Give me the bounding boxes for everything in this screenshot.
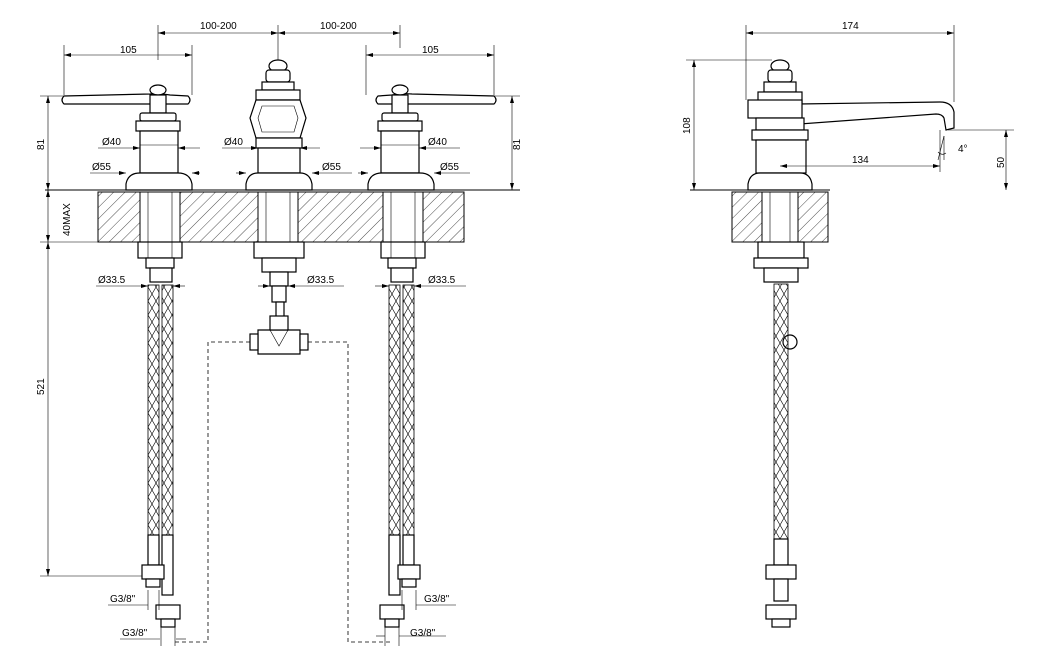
right-hose-nut-upper <box>397 564 421 580</box>
thread-left-upper: G3/8" <box>110 594 136 605</box>
dim-spout-height: 50 <box>996 156 1007 168</box>
dia-55-left: Ø55 <box>92 162 111 173</box>
dia-335-right: Ø33.5 <box>428 275 456 286</box>
right-valve <box>367 84 497 283</box>
right-hose-nut-lower <box>379 604 405 620</box>
dashed-hose-route <box>172 341 250 643</box>
left-hoses <box>141 284 181 628</box>
side-hose-nut-lower <box>765 604 797 620</box>
thread-right-upper: G3/8" <box>424 594 450 605</box>
side-spout-arm <box>797 101 955 131</box>
left-lever-handle <box>61 93 191 105</box>
dim-spacing-left: 100-200 <box>200 21 237 32</box>
left-valve <box>61 84 193 283</box>
dia-55-center: Ø55 <box>322 162 341 173</box>
dim-lever-right: 105 <box>422 45 439 56</box>
dim-spout-reach: 134 <box>852 155 869 166</box>
dia-40-left: Ø40 <box>102 137 121 148</box>
side-hose <box>765 283 797 628</box>
dim-deck-max: 40MAX <box>62 203 73 236</box>
dia-335-left: Ø33.5 <box>98 275 126 286</box>
dim-hose-length: 521 <box>36 378 47 395</box>
dim-height: 108 <box>682 117 693 134</box>
dia-335-center: Ø33.5 <box>307 275 335 286</box>
dim-angle: 4° <box>958 144 968 155</box>
dim-spacing-right: 100-200 <box>320 21 357 32</box>
side-view: 174 108 134 50 4° <box>682 21 1014 628</box>
right-hoses <box>379 284 421 628</box>
dia-40-right: Ø40 <box>428 137 447 148</box>
dim-lever-left: 105 <box>120 45 137 56</box>
tee-connector <box>257 329 301 355</box>
dia-40-center: Ø40 <box>224 137 243 148</box>
front-dimensions: 105 100-200 100-200 105 81 81 <box>36 21 523 646</box>
left-hose-nut-upper <box>141 564 165 580</box>
dim-height-right: 81 <box>512 138 523 150</box>
dia-55-right: Ø55 <box>440 162 459 173</box>
side-spout-body <box>747 59 955 350</box>
center-body <box>245 59 313 355</box>
dim-height-left: 81 <box>36 138 47 150</box>
thread-right-lower: G3/8" <box>410 628 436 639</box>
side-hose-nut-upper <box>765 564 797 580</box>
dim-width: 174 <box>842 21 859 32</box>
left-hose-nut-lower <box>155 604 181 620</box>
side-dimensions: 174 108 134 50 4° <box>682 21 1014 190</box>
thread-left-lower: G3/8" <box>122 628 148 639</box>
front-view: 105 100-200 100-200 105 81 81 <box>36 21 523 646</box>
